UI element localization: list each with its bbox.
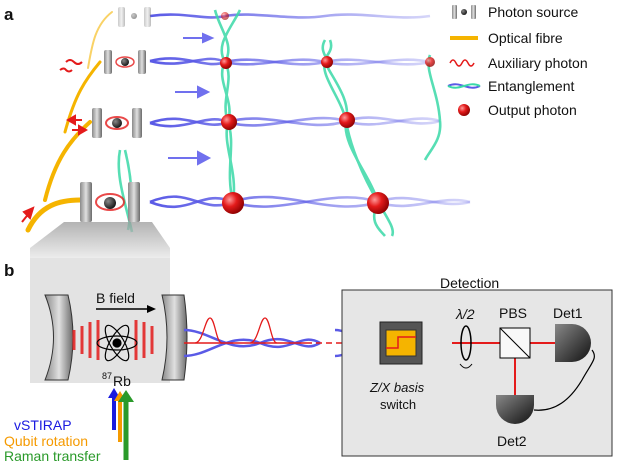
pbs-cube [499,327,531,359]
qubit-rotation-label: Qubit rotation [4,433,88,449]
half-wave-label: λ/2 [455,306,475,322]
b-field-label: B field [96,290,135,306]
detection-title: Detection [440,275,499,291]
detector-1 [555,324,591,362]
panel-label-b: b [4,261,14,280]
photon-source-2 [104,50,146,74]
auxiliary-photon-icon [449,59,475,67]
output-photon-icon [458,104,470,116]
rb-atom-icon [96,324,138,362]
propagation-arrows [168,32,215,166]
basis-switch [379,321,423,365]
switch-label-line1: Z/X basis [369,380,425,395]
entanglement-beams-blue [149,13,471,209]
detector-2 [496,395,534,424]
output-photons [220,12,435,214]
entanglement-icon [447,83,481,89]
control-pulse-arrows [108,388,134,460]
rotation-arrow-icon [459,363,473,369]
legend-label-photon-source: Photon source [488,4,578,20]
optical-fibre [25,11,113,233]
half-wave-plate [460,325,472,361]
auxiliary-photon-arrows [21,59,89,223]
panel-label-a: a [4,5,14,24]
photon-source-3 [92,108,142,138]
vstirap-label: vSTIRAP [14,417,72,433]
detection-box [341,289,613,457]
switch-label-line2: switch [380,397,416,412]
legend-label-entanglement: Entanglement [488,78,575,94]
legend: Photon source Optical fibre Auxiliary ph… [447,4,588,118]
raman-transfer-label: Raman transfer [4,448,101,463]
zoom-cone [30,222,170,258]
legend-label-output-photon: Output photon [488,102,577,118]
det1-label: Det1 [553,305,583,321]
photon-source-4 [80,182,140,222]
cavity-mirror-left [44,294,74,381]
atom-mass-number: 87 [102,371,112,381]
pbs-label: PBS [499,305,527,321]
legend-label-optical-fibre: Optical fibre [488,30,563,46]
detector-cable [533,349,595,411]
photon-source-icon [452,5,476,19]
legend-label-auxiliary-photon: Auxiliary photon [488,55,588,71]
photon-source-1 [118,7,151,27]
atom-symbol: Rb [113,373,131,389]
det2-label: Det2 [497,433,527,449]
cavity-mirror-right [161,294,188,381]
